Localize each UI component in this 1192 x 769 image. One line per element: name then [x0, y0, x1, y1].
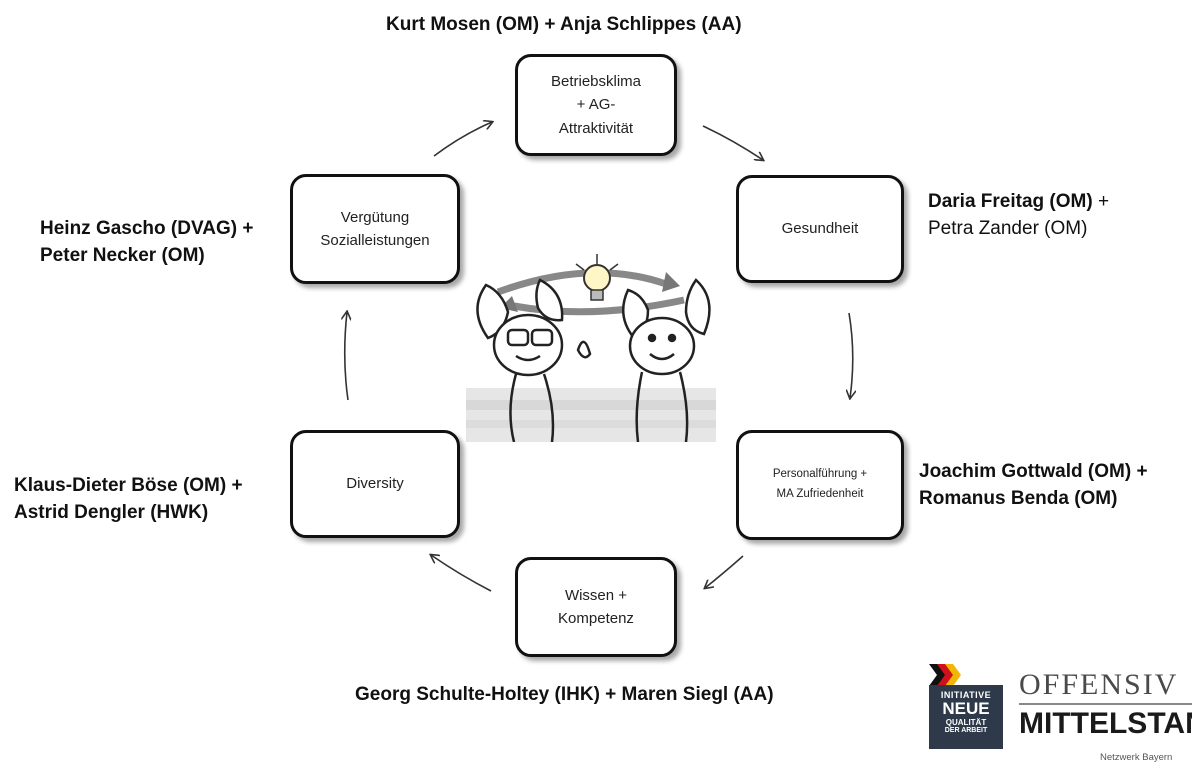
badge-text: NEUE [942, 699, 990, 718]
topic-text: Gesundheit [781, 220, 859, 238]
illustration [466, 254, 716, 442]
badge-text: INITIATIVE [940, 690, 992, 700]
topic-text: Betriebsklima [550, 73, 642, 91]
topic-text: Vergütung [340, 208, 410, 226]
topic-box-verguetung: Vergütung Sozialleistungen [290, 174, 460, 284]
person-name: Klaus-Dieter Böse (OM) + [14, 475, 243, 496]
person-name: Petra Zander (OM) [928, 218, 1088, 239]
topic-box-diversity: Diversity [290, 430, 460, 538]
topic-text: Kompetenz [558, 610, 634, 627]
badge-text: QUALITÄT [945, 718, 987, 727]
topic-text: Diversity [346, 475, 404, 493]
badge-text: DER ARBEIT [944, 727, 988, 734]
person-name: Joachim Gottwald (OM) + [919, 461, 1148, 482]
topic-text: Sozialleistungen [320, 232, 430, 249]
logo-title-offensive: OFFENSIV [1019, 668, 1179, 701]
people-top: Kurt Mosen (OM) + Anja Schlippes (AA) [386, 14, 742, 35]
person-name: Heinz Gascho (DVAG) + [40, 218, 254, 239]
arrow-top-right [702, 125, 763, 160]
lightbulb-icon [575, 254, 619, 301]
topic-box-gesundheit: Gesundheit [736, 175, 904, 283]
people-bottom: Georg Schulte-Holtey (IHK) + Maren Siegl… [355, 684, 774, 705]
topic-text: Wissen + [564, 586, 628, 604]
person-name: Romanus Benda (OM) [919, 488, 1118, 509]
arrow-bottom-right [705, 555, 744, 588]
person-name: Peter Necker (OM) [40, 245, 205, 266]
topic-box-betriebsklima: Betriebsklima + AG- Attraktivität [515, 54, 677, 156]
person-name: Astrid Dengler (HWK) [14, 502, 209, 523]
topic-box-wissen: Wissen + Kompetenz [515, 557, 677, 657]
people-right: Daria Freitag (OM) + Petra Zander (OM) [928, 188, 1109, 242]
arrow-left-up [345, 312, 348, 401]
arrow-bottom-left [431, 555, 492, 592]
topic-text: + AG- [576, 96, 616, 114]
person-name: Daria Freitag (OM) [928, 191, 1093, 212]
topic-text: MA Zufriedenheit [776, 488, 864, 500]
rabbit-left [476, 278, 592, 442]
topic-text: Personalführung + [772, 468, 868, 481]
arrow-top-left [433, 122, 492, 157]
arrow-right-down [849, 312, 853, 398]
topic-text: Attraktivität [558, 119, 634, 137]
logo-divider [1019, 703, 1192, 705]
logo-subtitle: Netzwerk Bayern [1100, 752, 1173, 763]
rabbit-right [621, 278, 711, 442]
flag-arrow-icon [929, 664, 961, 686]
people-bottom-right: Joachim Gottwald (OM) + Romanus Benda (O… [919, 458, 1148, 512]
people-left-upper: Heinz Gascho (DVAG) + Peter Necker (OM) [40, 215, 253, 269]
people-left-lower: Klaus-Dieter Böse (OM) + Astrid Dengler … [14, 472, 243, 526]
logo-badge: INITIATIVE NEUE QUALITÄT DER ARBEIT [929, 685, 1003, 749]
plus-sign: + [1092, 191, 1110, 212]
topic-box-personalfuehrung: Personalführung + MA Zufriedenheit [736, 430, 904, 540]
logo-title-mittelstand: MITTELSTAN [1019, 707, 1192, 740]
